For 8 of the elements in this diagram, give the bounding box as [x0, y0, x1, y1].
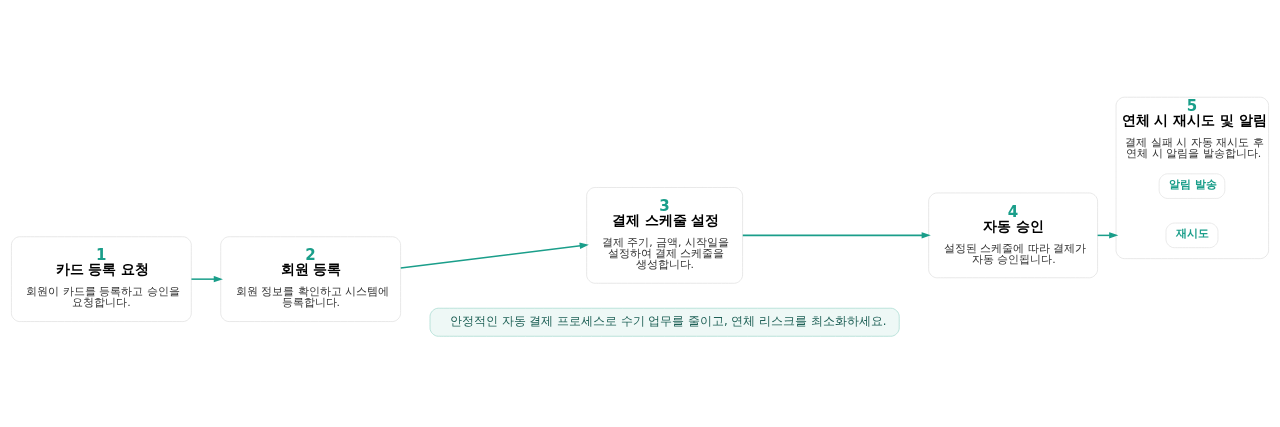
node-box: 3 결제 스케줄 설정 결제 주기, 금액, 시작일을 설정하여 결제 스케줄을 생성합니다. — [586, 186, 743, 284]
arrow — [400, 242, 589, 269]
node-box: 1 카드 등록 요청 회원이 카드를 등록하고 승인을 요청합니다. — [11, 235, 192, 322]
arrow — [742, 231, 931, 239]
node-box: 4 자동 승인 설정된 스케줄에 따라 결제가 자동 승인됩니다. — [928, 192, 1098, 278]
node-box: 안정적인 자동 결제 프로세스로 수기 업무를 줄이고, 연체 리스크를 최소화하세요. — [429, 307, 900, 337]
arrow — [190, 275, 223, 282]
node-box: 2 회원 등록 회원 정보를 확인하고 시스템에 등록합니다. — [220, 235, 401, 322]
